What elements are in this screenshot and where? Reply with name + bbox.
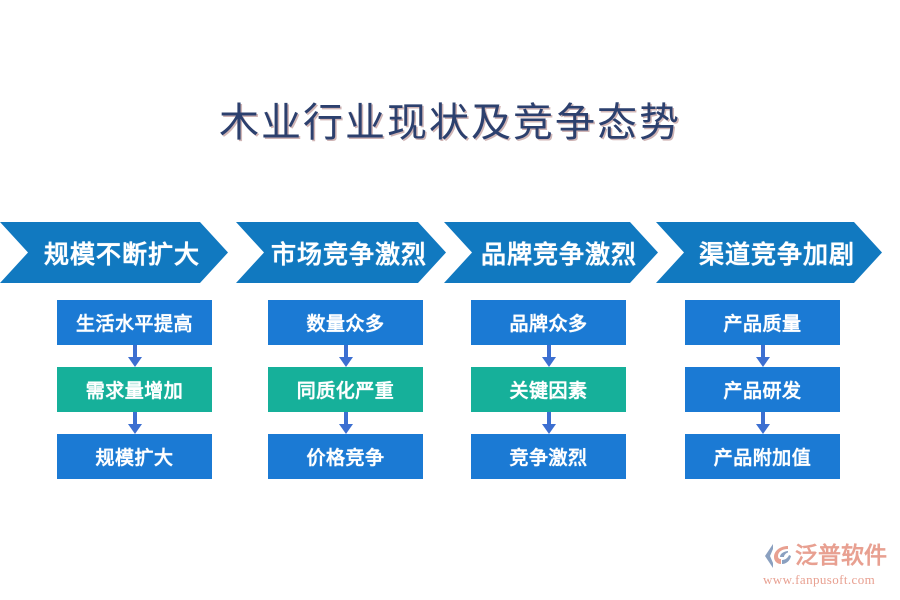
arrow-down-icon — [541, 357, 556, 367]
arrow-shaft-icon — [760, 412, 765, 425]
flow-node-3-2-label: 关键因素 — [509, 381, 588, 402]
flow-column-4: 产品质量 产品研发 产品附加值 — [685, 300, 840, 479]
brand-logo: 泛普软件 www.fanpusoft.com — [762, 541, 890, 589]
flow-node-1-1[interactable]: 生活水平提高 — [57, 300, 212, 345]
arrow-down-icon — [338, 357, 353, 367]
chevron-banner-3-label: 品牌竞争激烈 — [480, 241, 637, 269]
flow-arrow-1-2 — [57, 412, 212, 434]
chevron-banner-4[interactable]: 渠道竞争加剧 — [656, 222, 882, 283]
flow-column-1: 生活水平提高 需求量增加 规模扩大 — [57, 300, 212, 479]
page-title: 木业行业现状及竞争态势 — [219, 100, 681, 145]
flow-node-3-1[interactable]: 品牌众多 — [471, 300, 626, 345]
arrow-down-icon — [338, 424, 353, 434]
chevron-banner-1-label: 规模不断扩大 — [43, 241, 200, 269]
flow-node-3-2[interactable]: 关键因素 — [471, 367, 626, 412]
arrow-shaft-icon — [760, 345, 765, 358]
arrow-down-icon — [755, 424, 770, 434]
flow-node-4-2[interactable]: 产品研发 — [685, 367, 840, 412]
flow-node-4-1[interactable]: 产品质量 — [685, 300, 840, 345]
arrow-down-icon — [127, 424, 142, 434]
flow-node-4-2-label: 产品研发 — [723, 381, 802, 402]
flow-arrow-2-2 — [268, 412, 423, 434]
arrow-shaft-icon — [132, 345, 137, 358]
chevron-band: 规模不断扩大 市场竞争激烈 品牌竞争激烈 渠道竞争加剧 — [0, 222, 900, 283]
flow-node-3-3[interactable]: 竞争激烈 — [471, 434, 626, 479]
flow-node-1-2[interactable]: 需求量增加 — [57, 367, 212, 412]
arrow-down-icon — [127, 357, 142, 367]
flow-node-1-3[interactable]: 规模扩大 — [57, 434, 212, 479]
flow-node-4-3-label: 产品附加值 — [713, 448, 812, 469]
chevron-banner-2[interactable]: 市场竞争激烈 — [236, 222, 446, 283]
brand-logo-row: 泛普软件 — [762, 541, 890, 571]
chevron-banner-4-label: 渠道竞争加剧 — [698, 241, 855, 269]
flow-arrow-1-1 — [57, 345, 212, 367]
flow-node-4-1-label: 产品质量 — [723, 314, 802, 335]
arrow-down-icon — [755, 357, 770, 367]
flow-node-2-3[interactable]: 价格竞争 — [268, 434, 423, 479]
flow-node-1-2-label: 需求量增加 — [85, 381, 184, 402]
arrow-down-icon — [541, 424, 556, 434]
arrow-shaft-icon — [343, 345, 348, 358]
flow-arrow-4-2 — [685, 412, 840, 434]
flow-arrow-3-2 — [471, 412, 626, 434]
arrow-shaft-icon — [546, 412, 551, 425]
flow-node-3-3-label: 竞争激烈 — [509, 448, 588, 469]
arrow-shaft-icon — [132, 412, 137, 425]
arrow-shaft-icon — [546, 345, 551, 358]
flow-columns: 生活水平提高 需求量增加 规模扩大 数量众多 — [0, 300, 900, 480]
flow-node-2-2[interactable]: 同质化严重 — [268, 367, 423, 412]
flow-node-4-3[interactable]: 产品附加值 — [685, 434, 840, 479]
chevron-banner-2-label: 市场竞争激烈 — [270, 241, 427, 269]
brand-name: 泛普软件 — [795, 543, 887, 568]
flow-node-1-3-label: 规模扩大 — [95, 448, 174, 469]
chevron-banner-3[interactable]: 品牌竞争激烈 — [444, 222, 658, 283]
flow-node-2-2-label: 同质化严重 — [296, 381, 395, 402]
flow-node-1-1-label: 生活水平提高 — [75, 314, 193, 335]
flow-column-3: 品牌众多 关键因素 竞争激烈 — [471, 300, 626, 479]
flow-arrow-3-1 — [471, 345, 626, 367]
fanpu-logo-mark-icon — [762, 542, 792, 570]
flow-column-2: 数量众多 同质化严重 价格竞争 — [268, 300, 423, 479]
chevron-banner-1[interactable]: 规模不断扩大 — [0, 222, 228, 283]
flow-node-2-1[interactable]: 数量众多 — [268, 300, 423, 345]
flow-arrow-4-1 — [685, 345, 840, 367]
flow-node-3-1-label: 品牌众多 — [509, 314, 588, 335]
brand-url: www.fanpusoft.com — [763, 572, 876, 587]
flow-node-2-1-label: 数量众多 — [306, 314, 385, 335]
arrow-shaft-icon — [343, 412, 348, 425]
flow-node-2-3-label: 价格竞争 — [306, 448, 385, 469]
flow-arrow-2-1 — [268, 345, 423, 367]
